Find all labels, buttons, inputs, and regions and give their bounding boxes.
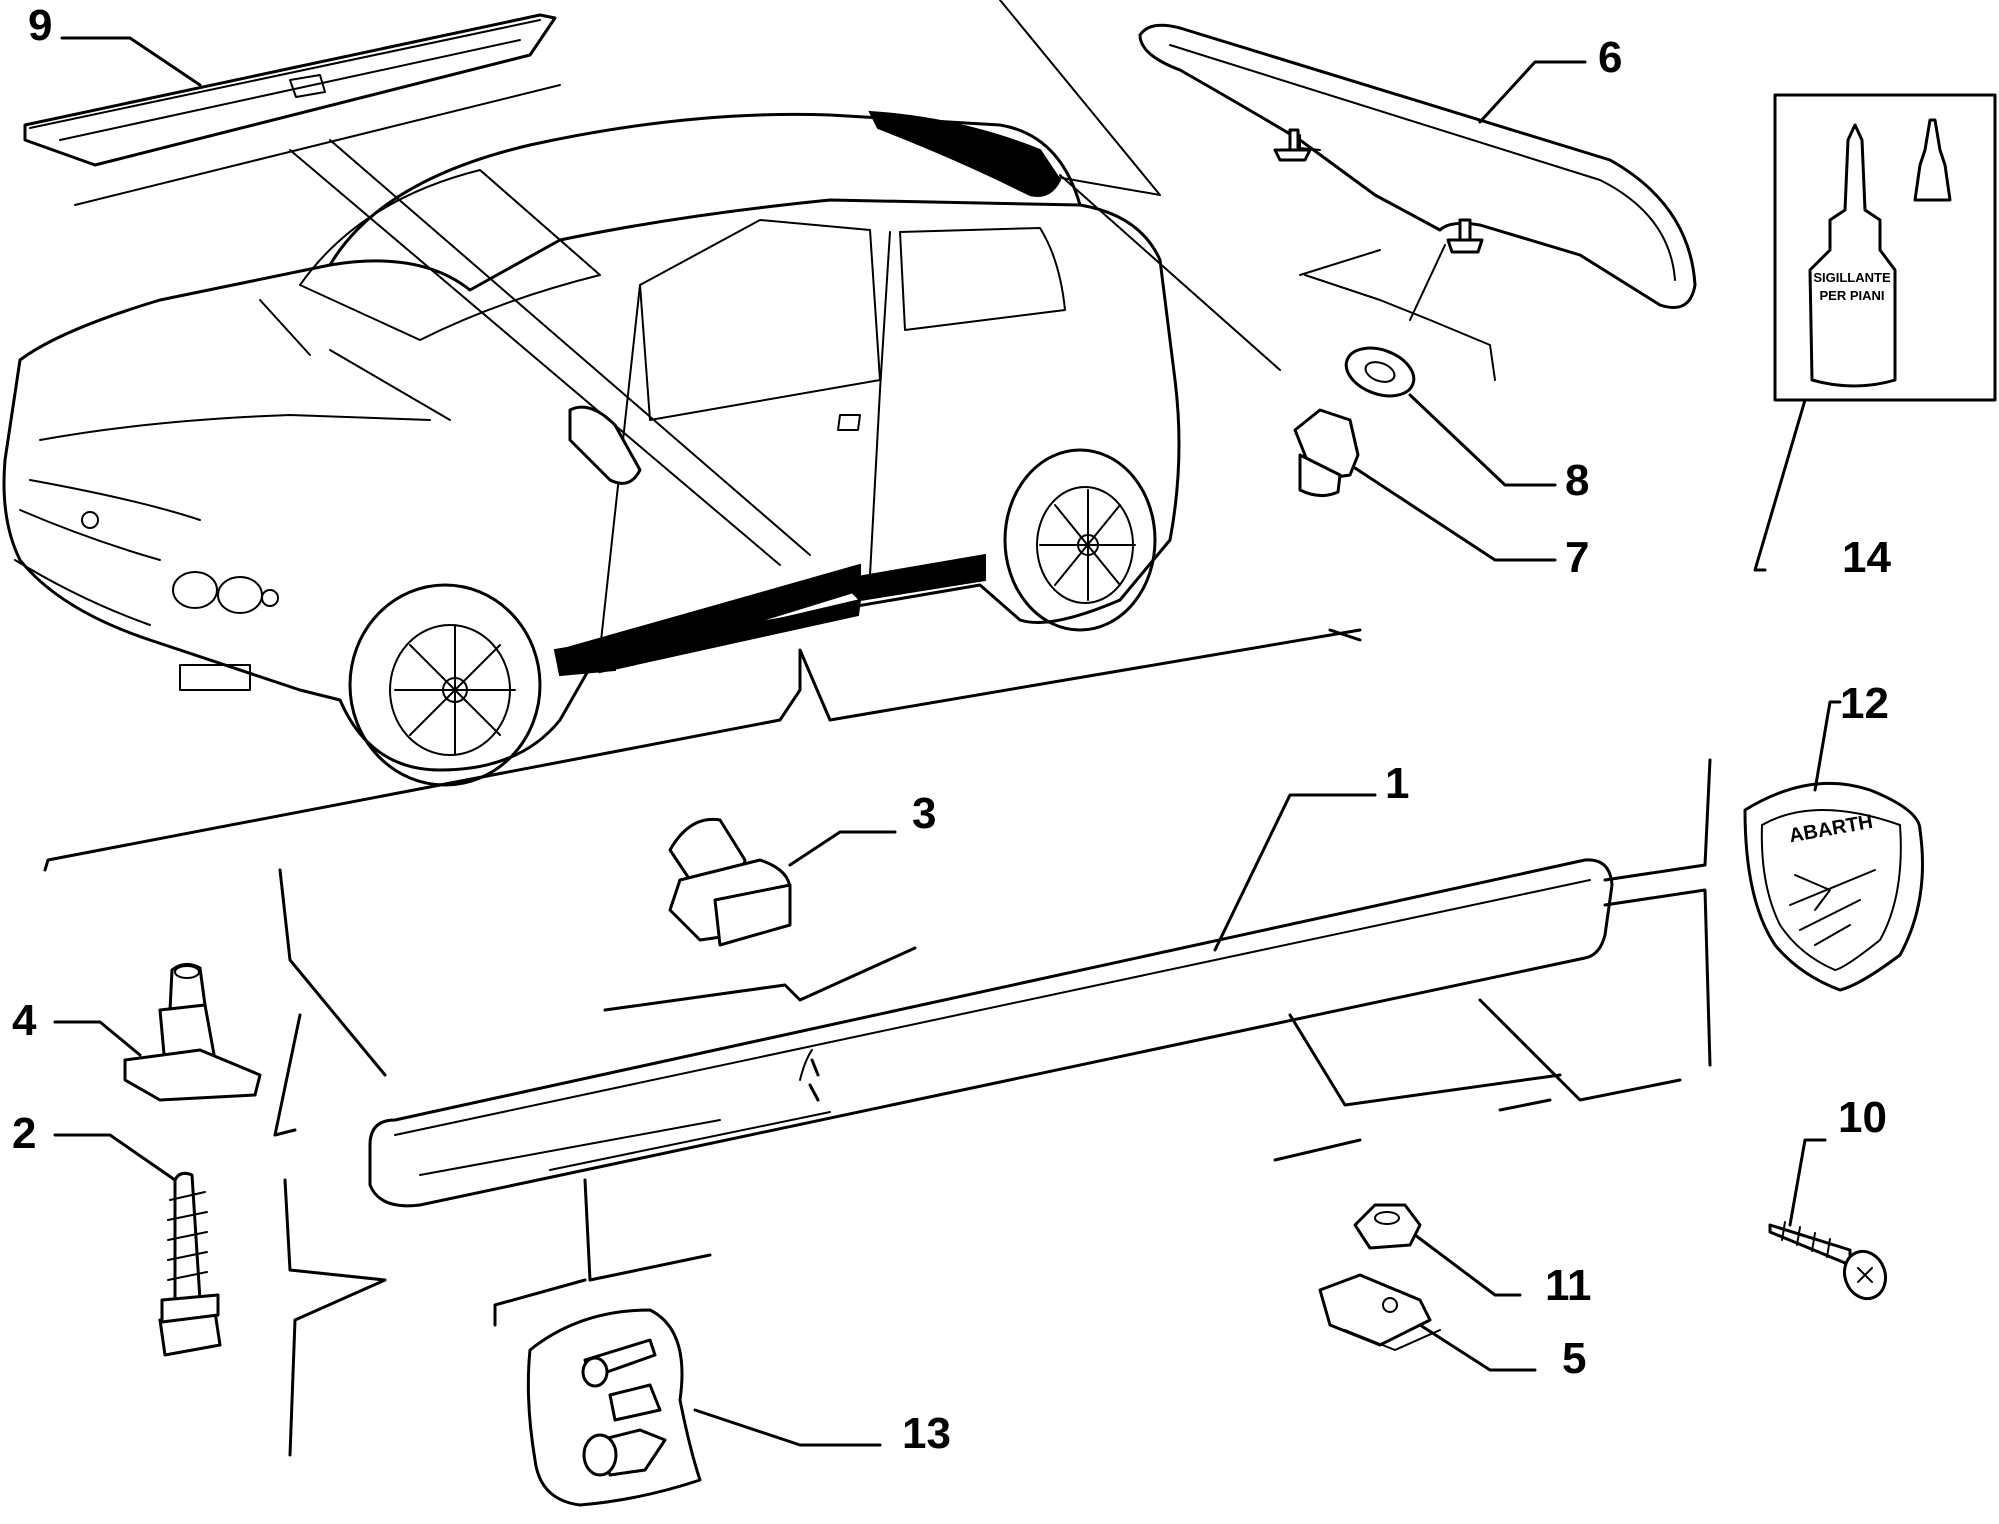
part-5-speed-nut <box>1318 1273 1441 1351</box>
part-6-rear-handle <box>1138 23 1697 309</box>
callout-1: 1 <box>1385 759 1409 808</box>
callout-2: 2 <box>12 1109 36 1158</box>
part-4-u-nut <box>123 963 262 1102</box>
part-13-fixing-kit <box>526 1308 702 1507</box>
callout-10: 10 <box>1838 1093 1887 1142</box>
callout-12: 12 <box>1840 679 1889 728</box>
part-1-side-skirt <box>368 858 1614 1208</box>
sealant-label-line1: SIGILLANTE <box>1813 270 1891 285</box>
part-8-washer <box>1344 346 1416 398</box>
callout-9: 9 <box>28 1 52 50</box>
callout-13: 13 <box>902 1409 951 1458</box>
part-10-screw <box>1768 1221 1888 1301</box>
sealant-label-line2: PER PIANI <box>1819 288 1884 303</box>
part-3-push-clip <box>668 817 792 947</box>
part-12-abarth-emblem: ABARTH <box>1743 781 1924 992</box>
callout-numbers: 9 6 8 7 14 12 3 1 4 2 10 11 5 13 <box>12 1 1891 1458</box>
part-11-nut <box>1353 1203 1422 1250</box>
callout-6: 6 <box>1598 33 1622 82</box>
leader-lines <box>43 0 1842 1457</box>
part-9-sill-plate <box>23 13 811 566</box>
callout-11: 11 <box>1545 1261 1592 1310</box>
callout-14: 14 <box>1842 533 1891 582</box>
part-7-cap-nut <box>1293 408 1360 497</box>
callout-3: 3 <box>912 789 936 838</box>
part-2-screw <box>158 1171 222 1357</box>
callout-4: 4 <box>12 996 37 1045</box>
car-illustration <box>2 110 1181 787</box>
part-14-sealant-box: SIGILLANTE PER PIANI <box>1773 93 1997 402</box>
callout-5: 5 <box>1562 1334 1586 1383</box>
callout-7: 7 <box>1565 533 1589 582</box>
callout-8: 8 <box>1565 456 1589 505</box>
